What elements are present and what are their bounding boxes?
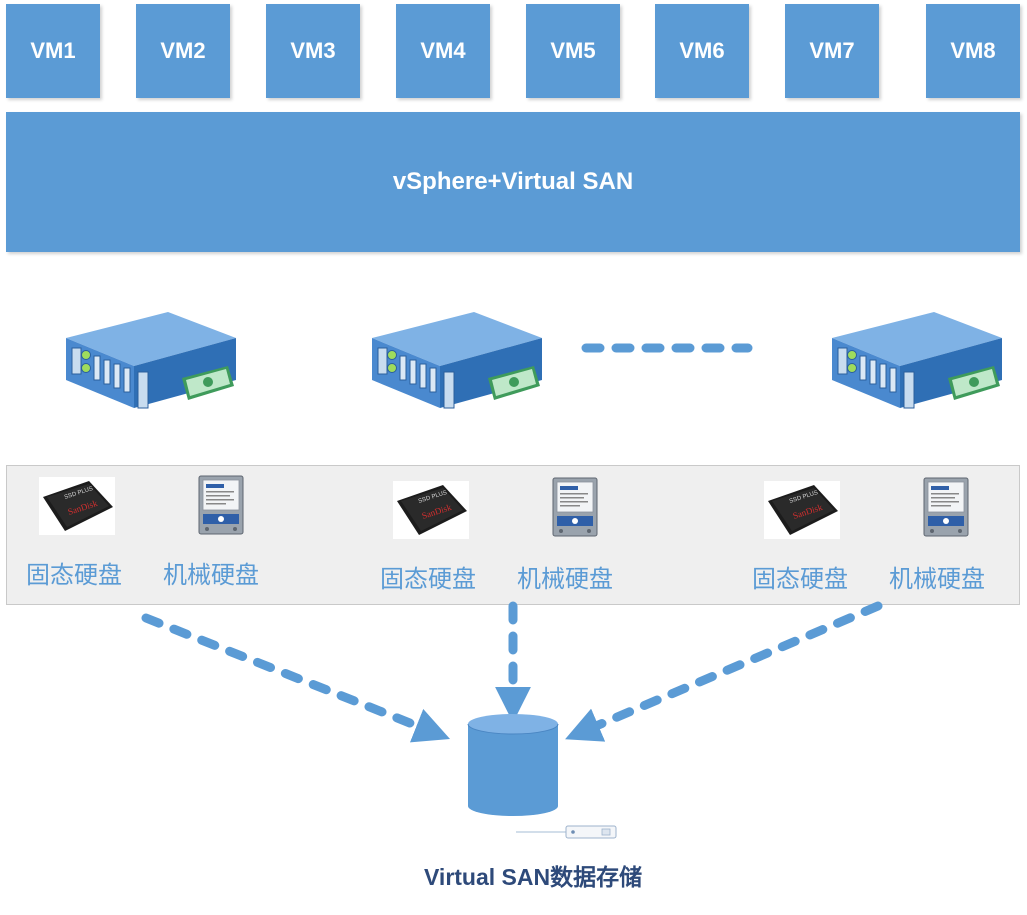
hdd-label-host-1: 机械硬盘: [163, 561, 259, 589]
hdd-icon: [198, 475, 244, 535]
vm-box-2: VM2: [136, 4, 230, 98]
vm-box-1: VM1: [6, 4, 100, 98]
ssd-icon: SSD PLUS SanDisk: [764, 481, 840, 539]
hdd-label-host-2: 机械硬盘: [517, 565, 613, 593]
usb-drive-icon: [516, 825, 617, 839]
ssd-label-host-2: 固态硬盘: [380, 565, 476, 593]
server-icon: [66, 312, 236, 409]
vm-box-4: VM4: [396, 4, 490, 98]
arrow-right: [565, 601, 883, 742]
vm-box-6: VM6: [655, 4, 749, 98]
vsphere-virtual-san-layer: vSphere+Virtual SAN: [6, 112, 1020, 252]
disk-panel: [6, 465, 1020, 605]
vm-box-3: VM3: [266, 4, 360, 98]
vm-box-8: VM8: [926, 4, 1020, 98]
hdd-icon: [552, 477, 598, 537]
ssd-label-host-3: 固态硬盘: [752, 565, 848, 593]
datastore-cylinder-icon: [467, 714, 559, 816]
hdd-icon: [923, 477, 969, 537]
vm-box-5: VM5: [526, 4, 620, 98]
server-icon: [832, 312, 1002, 409]
ssd-label-host-1: 固态硬盘: [26, 561, 122, 589]
vm-box-7: VM7: [785, 4, 879, 98]
hdd-label-host-3: 机械硬盘: [889, 565, 985, 593]
ssd-icon: SSD PLUS SanDisk: [39, 477, 115, 535]
arrow-left: [141, 613, 451, 743]
ssd-icon: SSD PLUS SanDisk: [393, 481, 469, 539]
datastore-caption: Virtual SAN数据存储: [424, 864, 643, 890]
server-icon: [372, 312, 542, 409]
